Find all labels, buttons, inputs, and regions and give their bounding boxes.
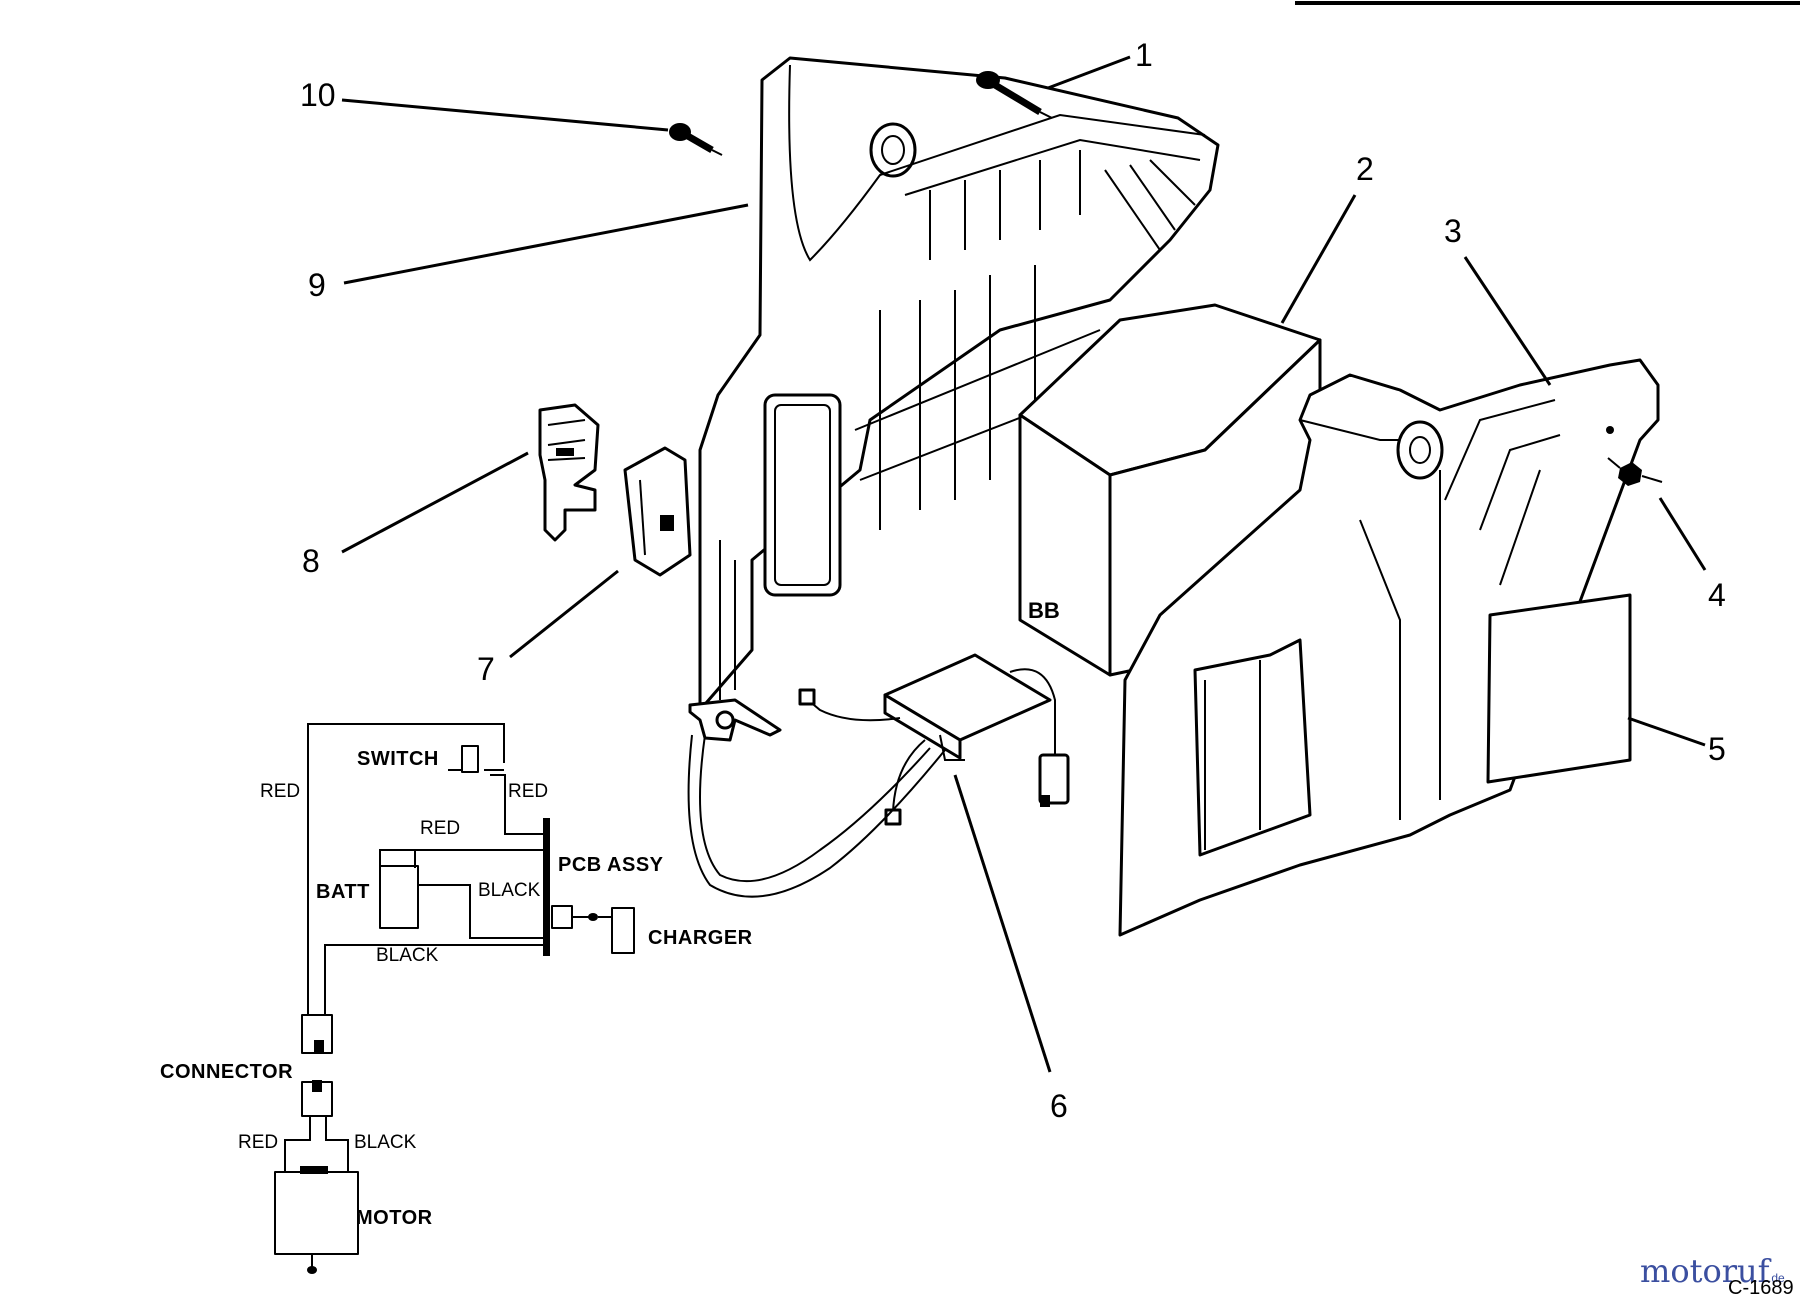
callout-7: 7 — [477, 651, 495, 687]
wire-red-switch: RED — [508, 781, 548, 802]
wire-black-motor: BLACK — [354, 1132, 417, 1153]
label-pcb-assy: PCB ASSY — [558, 854, 664, 876]
left-housing-half — [698, 56, 1220, 712]
watermark-suffix: .de — [1768, 1271, 1785, 1285]
label-switch: SWITCH — [357, 748, 439, 770]
callout-6: 6 — [1050, 1088, 1068, 1124]
callout-5: 5 — [1708, 731, 1726, 767]
label-connector: CONNECTOR — [160, 1061, 293, 1083]
battery-symbol — [379, 865, 419, 929]
callout-1: 1 — [1135, 37, 1153, 73]
label-decal — [1486, 593, 1632, 784]
callout-2: 2 — [1356, 151, 1374, 187]
wire-red-batt: RED — [420, 818, 460, 839]
label-charger: CHARGER — [648, 927, 753, 949]
callout-4: 4 — [1708, 577, 1726, 613]
switch-symbol — [461, 745, 479, 773]
pcb-assembly — [687, 653, 1070, 898]
screw-10 — [669, 123, 723, 156]
wire-red-motor: RED — [238, 1132, 278, 1153]
callout-3: 3 — [1444, 213, 1462, 249]
screw-1 — [976, 71, 1053, 119]
wire-black-bottom: BLACK — [376, 945, 439, 966]
pcb-bar — [543, 818, 550, 956]
drawing-code: C-1689 — [1728, 1277, 1794, 1295]
charger-plug-symbol — [611, 907, 635, 954]
label-batt: BATT — [316, 881, 370, 903]
box-logo: BB — [1028, 598, 1060, 623]
callout-8: 8 — [302, 543, 320, 579]
nut-4 — [1607, 457, 1663, 486]
callout-9: 9 — [308, 267, 326, 303]
wire-red-left: RED — [260, 781, 300, 802]
wiring-schematic — [274, 723, 635, 1274]
callout-10: 10 — [300, 77, 336, 113]
watermark: motoruf — [1640, 1252, 1772, 1290]
right-housing-half — [1118, 358, 1660, 937]
motor-symbol — [274, 1171, 359, 1255]
switch-trigger — [538, 403, 600, 542]
leader-lines — [341, 55, 1707, 1073]
wire-black-batt: BLACK — [478, 880, 541, 901]
switch-cover — [623, 446, 692, 577]
label-motor: MOTOR — [356, 1207, 433, 1229]
